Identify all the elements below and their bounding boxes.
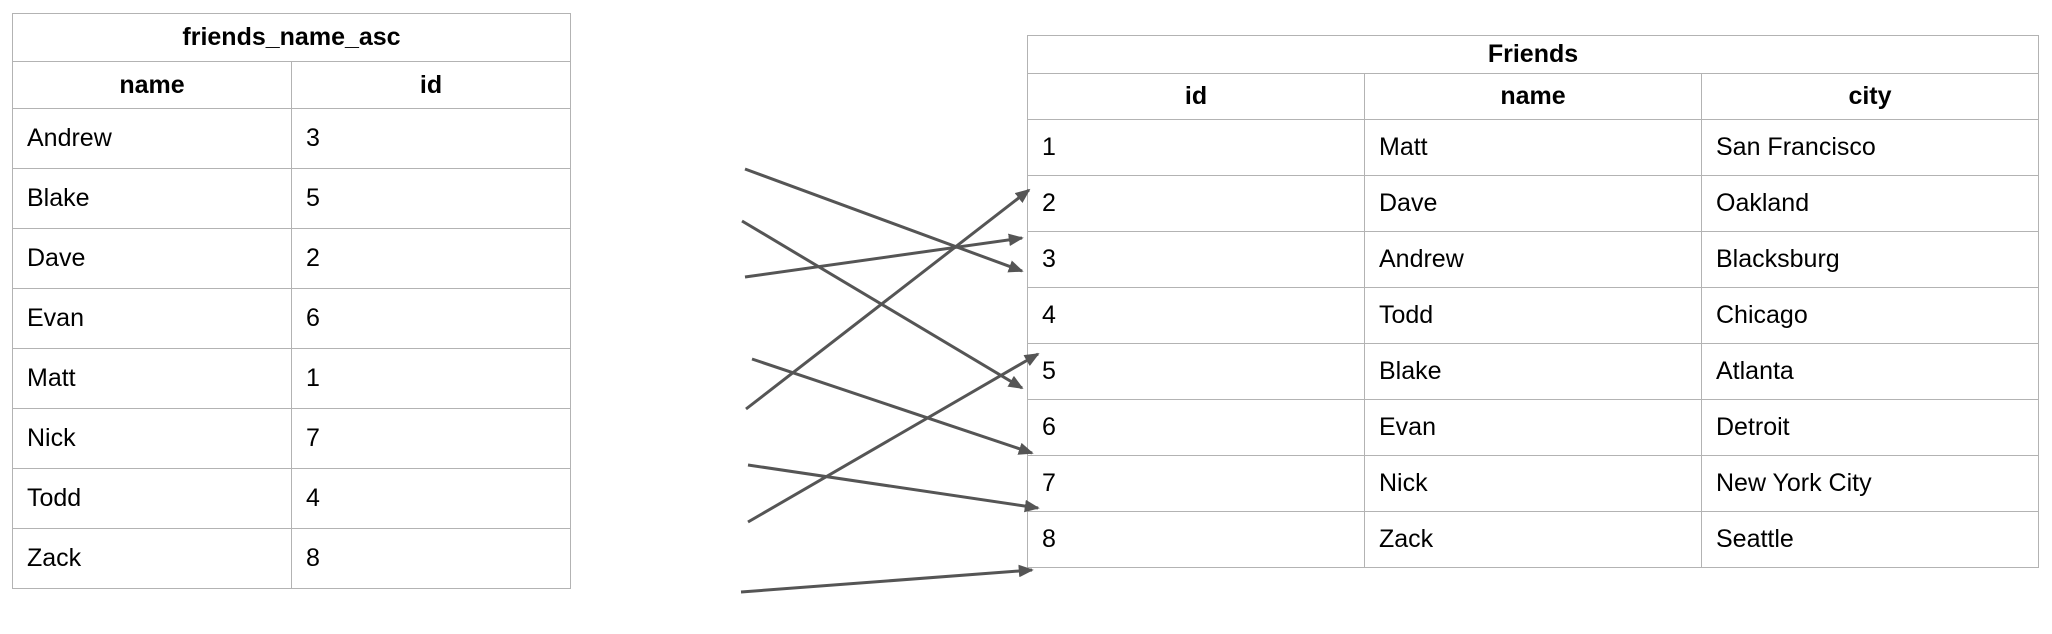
right-column-header-city[interactable]: city xyxy=(1701,73,2039,120)
pointer-arrow-andrew-to-id-3 xyxy=(744,167,1024,273)
left-cell-id: 5 xyxy=(291,168,571,229)
left-column-header-name[interactable]: name xyxy=(12,61,292,109)
left-cell-name: Andrew xyxy=(12,108,292,169)
right-cell-name: Nick xyxy=(1364,455,1702,512)
right-cell-city: Atlanta xyxy=(1701,343,2039,400)
right-cell-id: 7 xyxy=(1027,455,1365,512)
right-cell-city: San Francisco xyxy=(1701,119,2039,176)
right-column-header-id[interactable]: id xyxy=(1027,73,1365,120)
left-table-title-row: friends_name_asc xyxy=(12,13,571,62)
right-cell-name: Dave xyxy=(1364,175,1702,232)
left-cell-id: 7 xyxy=(291,408,571,469)
left-cell-name: Dave xyxy=(12,228,292,289)
right-cell-name: Matt xyxy=(1364,119,1702,176)
left-cell-id: 8 xyxy=(291,528,571,589)
left-table-title: friends_name_asc xyxy=(12,13,571,62)
left-cell-name: Zack xyxy=(12,528,292,589)
left-cell-id: 4 xyxy=(291,468,571,529)
right-cell-city: Oakland xyxy=(1701,175,2039,232)
pointer-arrow-todd-to-id-4 xyxy=(747,352,1040,524)
right-cell-id: 6 xyxy=(1027,399,1365,456)
right-cell-name: Todd xyxy=(1364,287,1702,344)
right-cell-id: 8 xyxy=(1027,511,1365,568)
right-cell-city: New York City xyxy=(1701,455,2039,512)
pointer-arrow-dave-to-id-2 xyxy=(744,233,1024,279)
left-cell-id: 3 xyxy=(291,108,571,169)
right-cell-id: 5 xyxy=(1027,343,1365,400)
right-cell-city: Detroit xyxy=(1701,399,2039,456)
left-cell-id: 1 xyxy=(291,348,571,409)
right-table-title-row: Friends xyxy=(1027,35,2039,74)
right-cell-name: Andrew xyxy=(1364,231,1702,288)
right-cell-name: Evan xyxy=(1364,399,1702,456)
pointer-arrow-matt-to-id-1 xyxy=(745,188,1031,411)
left-cell-name: Blake xyxy=(12,168,292,229)
right-cell-city: Seattle xyxy=(1701,511,2039,568)
left-column-header-id[interactable]: id xyxy=(291,61,571,109)
right-cell-id: 1 xyxy=(1027,119,1365,176)
right-cell-id: 2 xyxy=(1027,175,1365,232)
left-cell-name: Nick xyxy=(12,408,292,469)
right-table-title: Friends xyxy=(1027,35,2039,74)
right-cell-id: 4 xyxy=(1027,287,1365,344)
pointer-arrow-evan-to-id-6 xyxy=(751,357,1034,455)
right-cell-city: Blacksburg xyxy=(1701,231,2039,288)
right-cell-id: 3 xyxy=(1027,231,1365,288)
left-cell-name: Evan xyxy=(12,288,292,349)
pointer-arrow-zack-to-id-8 xyxy=(740,564,1034,594)
pointer-arrow-nick-to-id-7 xyxy=(747,463,1040,513)
left-cell-name: Todd xyxy=(12,468,292,529)
left-cell-id: 2 xyxy=(291,228,571,289)
left-cell-name: Matt xyxy=(12,348,292,409)
left-cell-id: 6 xyxy=(291,288,571,349)
right-column-header-name[interactable]: name xyxy=(1364,73,1702,120)
right-cell-name: Blake xyxy=(1364,343,1702,400)
right-cell-name: Zack xyxy=(1364,511,1702,568)
pointer-arrow-blake-to-id-5 xyxy=(741,219,1024,390)
right-cell-city: Chicago xyxy=(1701,287,2039,344)
